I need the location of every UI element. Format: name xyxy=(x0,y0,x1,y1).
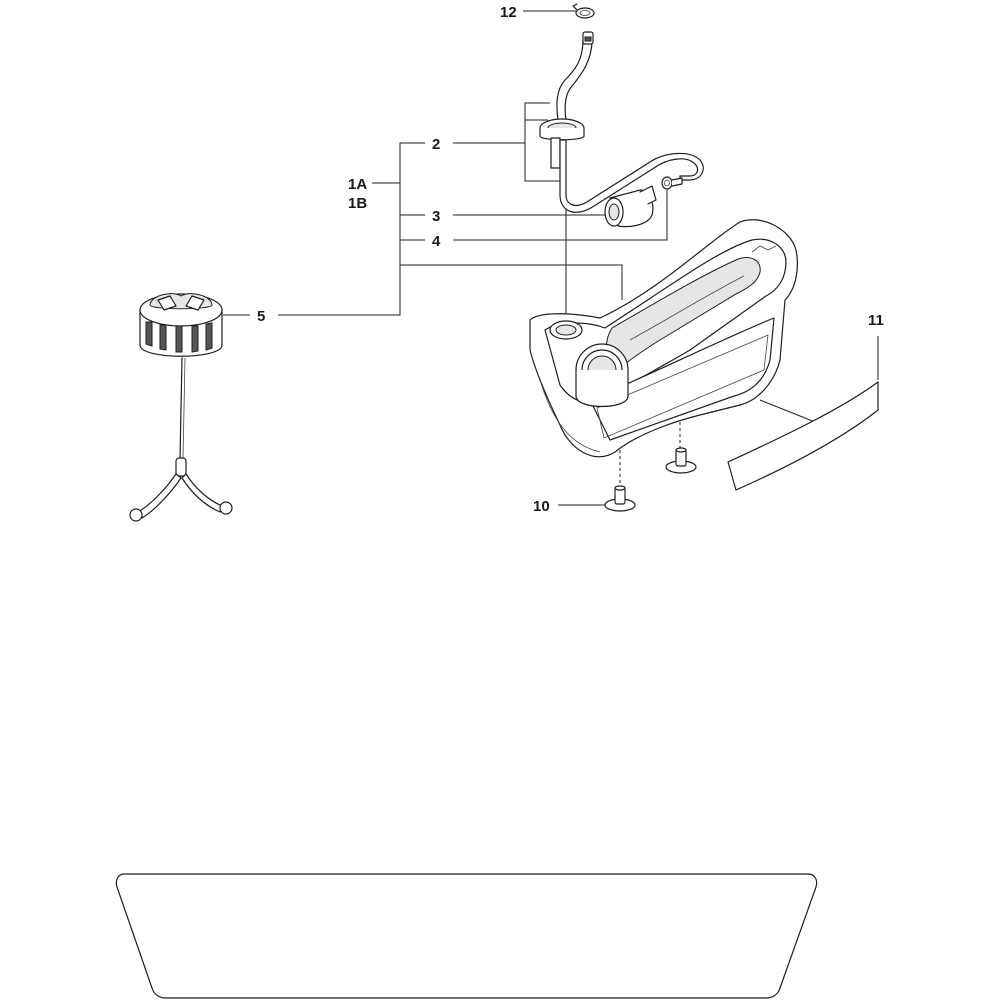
clamp-part-12 xyxy=(572,3,595,19)
fuel-filter-part-3 xyxy=(604,185,657,228)
callout-11: 11 xyxy=(868,312,884,329)
callout-10: 10 xyxy=(533,498,550,515)
callout-1b: 1B xyxy=(348,195,367,212)
callout-4: 4 xyxy=(432,233,441,250)
callout-2: 2 xyxy=(432,136,440,153)
callout-5: 5 xyxy=(257,308,265,325)
fuel-tube-part-2 xyxy=(539,31,704,213)
hose-clip-part-4 xyxy=(661,176,683,190)
rubber-foot-part-10 xyxy=(604,485,636,512)
decal-part-11 xyxy=(727,381,879,491)
callout-3: 3 xyxy=(432,208,440,225)
callout-1a: 1A xyxy=(348,176,367,193)
rubber-foot-secondary xyxy=(665,447,697,474)
leader-lines xyxy=(223,10,879,506)
fuel-tank xyxy=(529,219,798,458)
fuel-cap-part-5 xyxy=(129,293,233,522)
notes-box xyxy=(115,873,818,999)
callout-12: 12 xyxy=(500,4,517,21)
